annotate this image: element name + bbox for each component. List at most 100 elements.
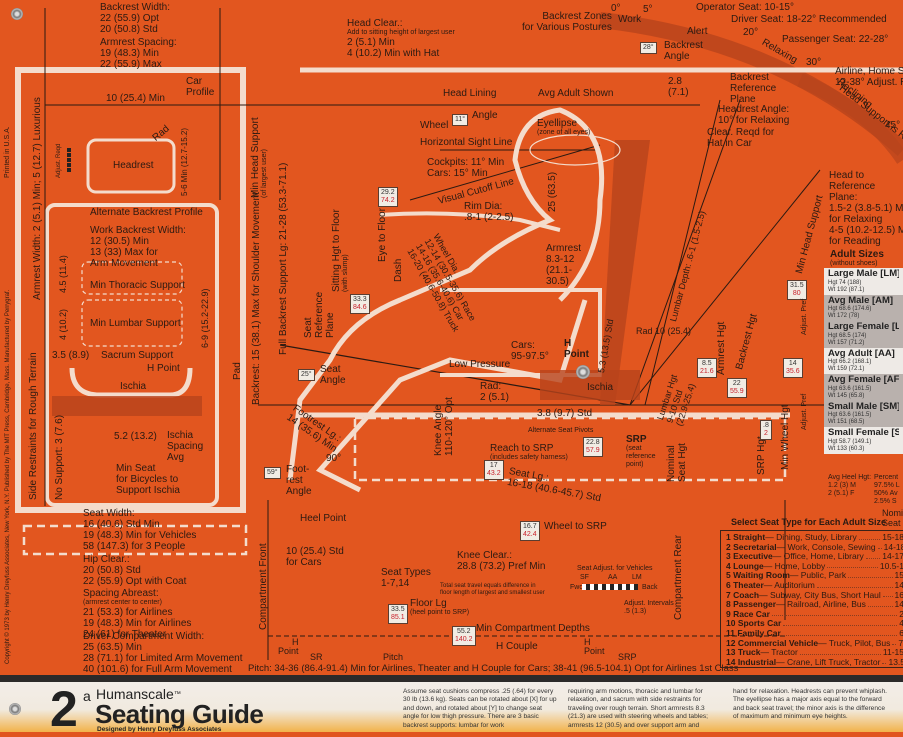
- eyellipse: [529, 134, 621, 166]
- adult-sizes-list: Large Male [LM]Hgt 74 (188)Wt 192 (87.1)…: [824, 268, 903, 454]
- leader-dots: [771, 610, 898, 617]
- horizontal-sight-line-label: Horizontal Sight Line: [420, 137, 513, 148]
- no-support: No Support: 3 (7.6): [54, 414, 65, 500]
- backrest-reference-plane: [629, 99, 741, 406]
- dim-4: 4 (10.2): [58, 308, 68, 340]
- adult-size-wt: Wt 133 (60.3): [828, 445, 865, 452]
- thoracic-outline: [81, 261, 183, 295]
- seat-type-name: 3 Executive: [726, 551, 773, 562]
- seat-adjust-vehicles: Seat Adjust. for Vehicles: [577, 565, 653, 572]
- adult-size-item: Large Male [LM]Hgt 74 (188)Wt 192 (87.1): [824, 268, 903, 295]
- seat-type-desc: — Subway, City Bus, Short Haul: [759, 589, 881, 600]
- adult-size-item: Large Female [LF]Hgt 68.5 (174)Wt 157 (7…: [824, 321, 903, 348]
- armrest-width: Armrest Width: 2 (5.1) Min; 5 (12.7) Lux…: [32, 97, 43, 300]
- seat-type-desc: — Auditorium: [763, 579, 815, 590]
- seat-type-name: 9 Race Car: [726, 608, 770, 619]
- cars-seat-angle: Cars:95-97.5°: [511, 340, 549, 362]
- seat-type-hgt: 2: [899, 608, 903, 619]
- footrest-angle-box: 59°: [264, 467, 281, 479]
- seat-adjust-scale: [582, 584, 638, 590]
- deg-5: 5°: [643, 4, 653, 15]
- adult-size-wt: Wt 192 (87.1): [828, 286, 865, 293]
- floor-lg: Floor Lg(heel point to SRP): [410, 598, 470, 616]
- designer-credit: Designed by Henry Dreyfuss Associates: [97, 726, 222, 733]
- low-pressure: Low Pressure: [449, 359, 511, 370]
- adult-size-name: Small Male [SM]: [828, 401, 899, 412]
- dim-35: 3.5 (8.9): [52, 350, 90, 361]
- adult-size-hgt: Hgt 68.6 (174.6): [828, 306, 872, 312]
- knee-clear: Knee Clear.:28.8 (73.2) Pref Min: [457, 550, 546, 572]
- publisher-credit: Copyright © 1973 by Henry Dreyfuss Assoc…: [5, 289, 11, 664]
- brand-name: Humanscale™: [96, 686, 181, 702]
- passenger-seat: Passenger Seat: 22-28°: [782, 34, 889, 45]
- seat-type-name: 8 Passenger: [726, 599, 777, 610]
- backrest-max: Backrest: 15 (38.1) Max for Shoulder Mov…: [251, 192, 262, 405]
- dim-28: 2.8(7.1): [668, 76, 689, 98]
- operator-seat: Operator Seat: 10-15°: [696, 2, 794, 13]
- leader-dots: [892, 639, 897, 646]
- seat-type-name: 2 Secretarial: [726, 541, 777, 552]
- headrest-outline: [86, 138, 176, 194]
- thoracic-label: Min Thoracic Support: [90, 280, 185, 291]
- zone-work: Work: [618, 14, 642, 25]
- seat-type-hgt: 4: [899, 618, 903, 629]
- seat-type-name: 6 Theater: [726, 579, 764, 590]
- title-strip: 2 a Humanscale™ Seating Guide Designed b…: [0, 675, 903, 734]
- driver-seat: Driver Seat: 18-22° Recommended: [731, 14, 887, 25]
- seat-type-row: 12 Commercial Vehicle — Truck, Pilot, Bu…: [721, 638, 903, 649]
- adult-size-hgt: Hgt 74 (188): [828, 279, 862, 286]
- seat-type-desc: — Railroad, Airline, Bus: [776, 599, 866, 610]
- pad-label: Pad: [232, 362, 243, 380]
- seat-type-desc: — Office, Home, Library: [772, 551, 864, 562]
- eye-to-floor: Eye to Floor: [377, 208, 388, 262]
- eye-height: 25 (63.5): [547, 171, 558, 212]
- dash-label: Dash: [393, 258, 404, 282]
- adult-size-wt: Wt 145 (65.8): [828, 392, 865, 399]
- seat-type-title: Select Seat Type for Each Adult Size: [731, 517, 887, 527]
- leader-dots: [865, 552, 881, 559]
- headrest-label: Headrest: [113, 160, 154, 171]
- guide-title: Seating Guide: [95, 699, 264, 729]
- adjust-pref-upper: Adjust. Pref: [801, 298, 808, 335]
- adult-size-wt: Wt 157 (71.2): [828, 339, 865, 346]
- std-38: 3.8 (9.7) Std: [537, 408, 593, 419]
- sitting-hgt: Sitting Hgt to Floor(with slump): [331, 209, 349, 292]
- seat-type-desc: — Tractor: [760, 647, 798, 658]
- adult-size-hgt: Hgt 68.5 (174): [828, 332, 867, 339]
- seat-adjust-aa: AA: [608, 574, 618, 581]
- seating-guide-board: Printed in U.S.A. Copyright © 1973 by He…: [4, 2, 903, 675]
- sr-label: SR: [310, 652, 323, 662]
- min-wheel-hgt: Min Wheel Hgt: [780, 404, 791, 470]
- full-backrest: Full Backrest Support Lg: 21-28 (53.3-71…: [278, 162, 289, 355]
- pitch-note: Pitch: 34-36 (86.4-91.4) Min for Airline…: [248, 663, 739, 674]
- seat-adjust-sf: SF: [580, 574, 589, 581]
- adult-size-item: Small Female [SF]Hgt 58.7 (149.1)Wt 133 …: [824, 427, 903, 454]
- seat-type-hgt: 10.5-1: [879, 560, 903, 571]
- seat-type-hgt: 14-17: [882, 551, 903, 562]
- wheel-to-srp: Wheel to SRP: [544, 521, 607, 532]
- seat-front-outline: [15, 67, 246, 513]
- headrest-height: 5-6 Min (12.7-15.2): [180, 127, 189, 196]
- adult-size-item: Avg Female [AF]Hgt 63.6 (161.5)Wt 145 (6…: [824, 374, 903, 401]
- seat-type-name: 14 Industrial: [726, 656, 777, 667]
- spacing-abreast: Spacing Abreast:(armrest center to cente…: [83, 588, 192, 640]
- leader-dots: [867, 600, 893, 607]
- adult-size-hgt: Hgt 66.2 (168.1): [828, 359, 872, 365]
